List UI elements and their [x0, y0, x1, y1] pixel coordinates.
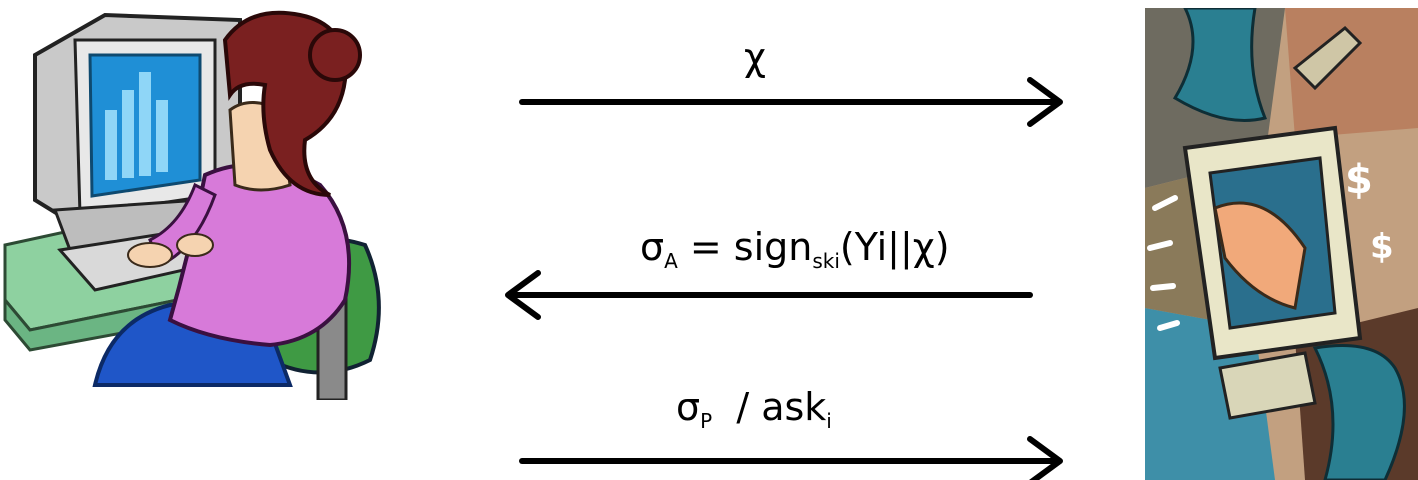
sigma-subscript: P	[700, 409, 713, 433]
sigma-symbol: σ	[640, 225, 665, 269]
ask-text: / ask	[712, 385, 827, 429]
message-3-label: σP / aski	[676, 385, 832, 431]
arrow-right-3	[519, 436, 1063, 480]
sign-text: = sign	[677, 225, 813, 269]
sigma-symbol: σ	[676, 385, 701, 429]
message-2-label: σA = signski(Yi||χ)	[640, 225, 950, 271]
ask-subscript: i	[826, 409, 832, 433]
chi-text: χ	[744, 35, 766, 79]
dollar-sign-icon: $	[1370, 227, 1394, 267]
sign-subscript: ski	[812, 249, 840, 273]
dollar-sign-icon: $	[1345, 157, 1373, 203]
message-1-label: χ	[744, 38, 766, 76]
sigma-subscript: A	[664, 249, 678, 273]
online-payment-service-icon: $ $	[1145, 8, 1418, 480]
arrow-left-2	[505, 270, 1033, 320]
person-at-computer-icon	[3, 10, 381, 400]
sign-args: (Yi||χ)	[839, 225, 950, 269]
arrow-right-1	[519, 77, 1063, 127]
